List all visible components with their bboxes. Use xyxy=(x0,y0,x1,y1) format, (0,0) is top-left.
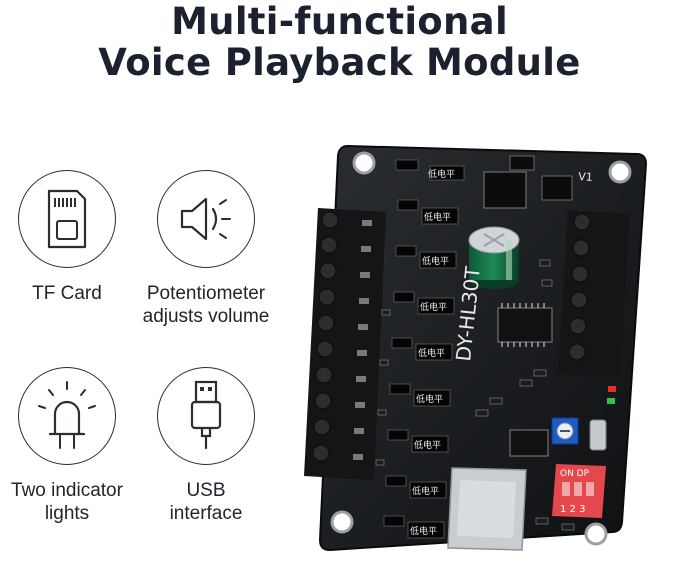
smd-components xyxy=(383,159,465,539)
chip-label: 低电平 xyxy=(414,439,441,451)
label-line: TF Card xyxy=(32,283,102,304)
chip-label: 低电平 xyxy=(422,255,449,267)
right-terminal-block xyxy=(558,210,630,378)
red-indicator-led xyxy=(608,386,616,392)
smd-chip xyxy=(509,429,549,457)
left-terminal-block xyxy=(304,208,386,480)
feature-indicator-lights: Two indicator lights xyxy=(0,367,142,525)
indicator-light-icon xyxy=(38,381,96,449)
green-indicator-led xyxy=(607,398,615,404)
potentiometer xyxy=(551,417,579,445)
chip-label: 低电平 xyxy=(428,168,455,180)
feature-label-tf-card: TF Card xyxy=(0,282,142,305)
voltage-regulator xyxy=(483,171,527,209)
voice-playback-module-board: 低电平 低电平 低电平 低电平 低电平 低电平 低电平 低电平 低电平 V1 D… xyxy=(304,144,648,552)
mounting-holes xyxy=(330,151,632,546)
electrolytic-capacitor xyxy=(468,226,520,289)
feature-circle xyxy=(157,367,255,465)
label-line: interface xyxy=(169,503,243,524)
smd-component xyxy=(509,155,535,171)
headline-line-2: Voice Playback Module xyxy=(98,41,581,84)
label-line: Two indicator xyxy=(11,480,123,501)
feature-circle xyxy=(157,170,255,268)
feature-circle xyxy=(18,170,116,268)
label-line: Potentiometer xyxy=(146,283,266,304)
chip-label: 低电平 xyxy=(418,347,445,359)
dip-switch: ON DP 1 2 3 xyxy=(552,464,606,518)
feature-tf-card: TF Card xyxy=(0,170,142,305)
tf-card-slot xyxy=(447,467,527,551)
feature-usb: USB interface xyxy=(131,367,281,525)
headline-line-1: Multi-functional xyxy=(171,0,508,43)
feature-label-usb: USB interface xyxy=(131,479,281,525)
usb-plug-icon xyxy=(190,380,222,450)
dip-switch-numbers: 1 2 3 xyxy=(560,504,585,515)
chip-label: 低电平 xyxy=(416,393,443,405)
feature-circle xyxy=(18,367,116,465)
feature-label-volume: Potentiometer adjusts volume xyxy=(131,282,281,328)
chip-label: 低电平 xyxy=(420,301,447,313)
feature-label-indicator-lights: Two indicator lights xyxy=(0,479,142,525)
usb-port xyxy=(589,419,607,451)
chip-label: 低电平 xyxy=(410,525,437,537)
dip-switch-label: ON DP xyxy=(560,469,590,479)
resistors xyxy=(375,259,575,531)
label-line: USB xyxy=(186,480,226,501)
label-line: lights xyxy=(44,503,90,524)
main-chip xyxy=(497,303,553,347)
chip-label: 低电平 xyxy=(424,211,451,223)
silkscreen-v1: V1 xyxy=(578,170,593,184)
label-line: adjusts volume xyxy=(142,306,270,327)
smd-component xyxy=(541,175,573,201)
tf-card-icon xyxy=(47,189,87,249)
speaker-icon xyxy=(180,197,231,241)
feature-volume: Potentiometer adjusts volume xyxy=(131,170,281,328)
chip-label: 低电平 xyxy=(412,485,439,497)
